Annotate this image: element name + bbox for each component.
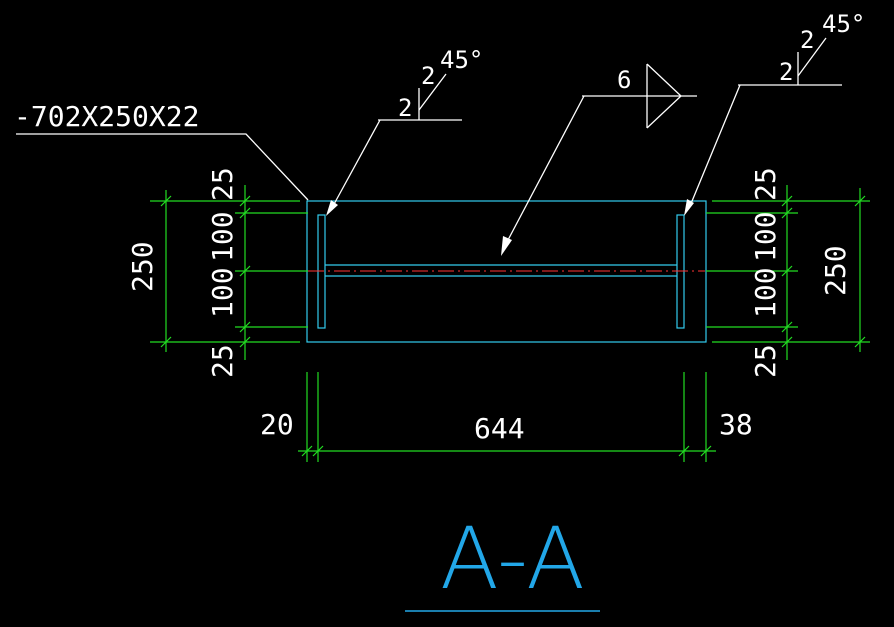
plate-leader-line: [16, 133, 309, 201]
dim-right-top: 25: [749, 167, 782, 201]
dim-left-mid-bottom: 100: [206, 267, 239, 318]
dim-right-tick: [781, 195, 793, 207]
dim-bottom-tick: [678, 445, 690, 457]
dim-right-total: 250: [819, 245, 852, 296]
dim-right-tick: [781, 336, 793, 348]
weld-left-leader: [332, 119, 381, 207]
weld-callout-left: 2 2 45°: [326, 46, 483, 216]
weld-right-angle: 45°: [822, 10, 865, 38]
dim-bottom-tick: [301, 445, 313, 457]
weld-center-size: 6: [617, 66, 631, 94]
dim-right-tick: [781, 265, 793, 277]
weld-right-leader: [689, 84, 741, 207]
dim-left-tick: [160, 336, 172, 348]
dim-right-tick: [781, 321, 793, 333]
dim-right-tick: [854, 336, 866, 348]
dim-bottom-middle: 644: [474, 412, 525, 445]
weld-center-leader: [507, 95, 585, 241]
dim-left-bottom: 25: [206, 344, 239, 378]
section-title: A-A: [440, 509, 585, 609]
dim-right-bottom: 25: [749, 344, 782, 378]
dimensions-bottom: 20 644 38: [260, 372, 753, 462]
weld-center-symbol: [646, 63, 682, 129]
weld-left-size-top: 2: [421, 62, 435, 90]
dim-right-tick: [781, 207, 793, 219]
dim-left-total: 250: [126, 241, 159, 292]
dim-bottom-tick: [700, 445, 712, 457]
weld-right-size-top: 2: [800, 26, 814, 54]
weld-callout-center: 6: [501, 63, 697, 256]
weld-left-angle-line: [418, 73, 447, 111]
dim-left-tick: [239, 265, 251, 277]
dim-left-tick: [239, 321, 251, 333]
dimensions-right: 250 25 100 100 25: [706, 167, 870, 378]
weld-right-arrowhead: [684, 199, 694, 216]
weld-left-size-bottom: 2: [398, 94, 412, 122]
dim-left-mid-top: 100: [206, 211, 239, 262]
weld-callout-right: 2 2 45°: [684, 10, 865, 216]
section-title-group: A-A: [405, 509, 600, 612]
dim-bottom-right: 38: [719, 408, 753, 441]
weld-left-angle: 45°: [440, 46, 483, 74]
dim-left-tick: [239, 336, 251, 348]
dim-bottom-left: 20: [260, 408, 294, 441]
dimensions-left: 250 25 100 100 25: [126, 167, 308, 378]
plate-callout: -702X250X22: [14, 100, 309, 201]
dim-right-mid-top: 100: [749, 211, 782, 262]
dim-right-mid-bottom: 100: [749, 267, 782, 318]
dim-left-tick: [239, 195, 251, 207]
dim-bottom-tick: [312, 445, 324, 457]
plate-label: -702X250X22: [14, 100, 199, 133]
dim-left-tick: [160, 195, 172, 207]
dim-left-tick: [239, 207, 251, 219]
dim-right-tick: [854, 195, 866, 207]
dim-left-top: 25: [206, 167, 239, 201]
section-body: [306, 200, 707, 343]
weld-center-arrowhead: [501, 236, 512, 256]
weld-right-angle-line: [797, 37, 827, 77]
weld-right-size-bottom: 2: [779, 58, 793, 86]
weld-left-arrowhead: [326, 200, 338, 216]
